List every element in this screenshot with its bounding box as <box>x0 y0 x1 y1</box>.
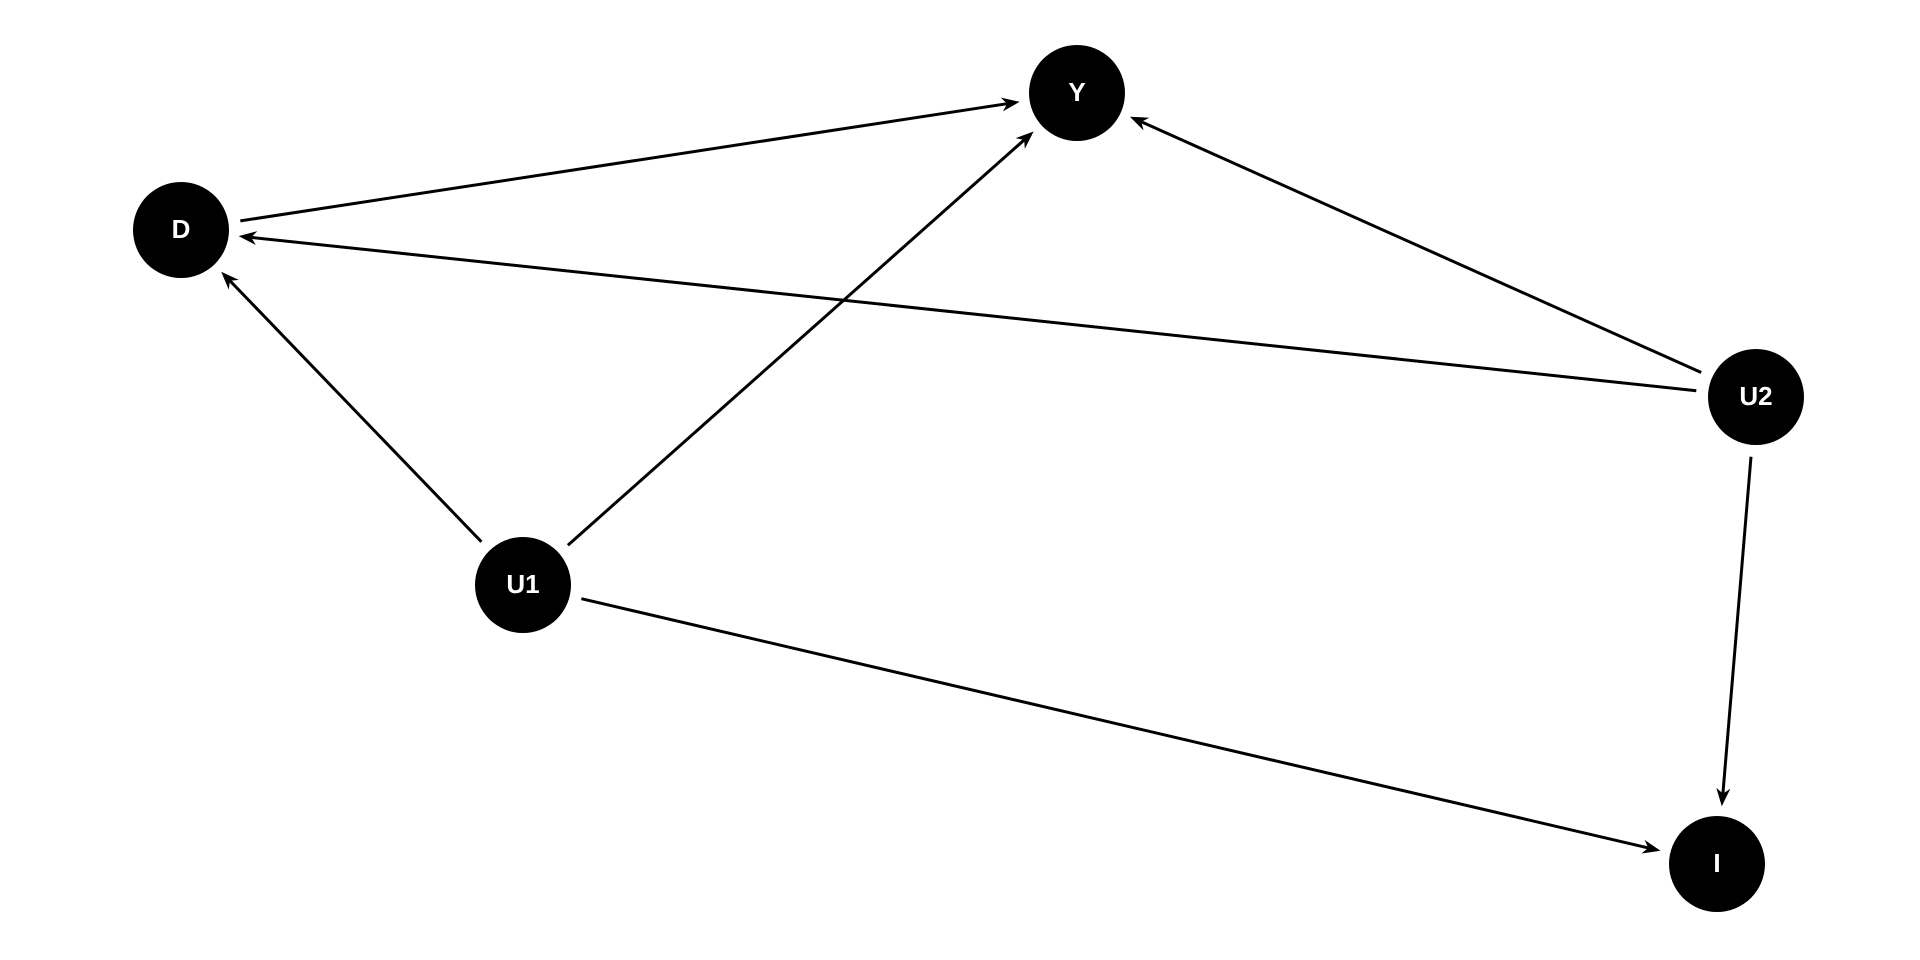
arrowhead-icon <box>1000 97 1020 112</box>
node-u1-circle <box>475 537 571 633</box>
arrowhead-icon <box>238 231 258 245</box>
edge-u1-to-y <box>566 131 1034 547</box>
arrowhead-icon <box>1129 116 1150 131</box>
node-u2-label: U2 <box>1739 381 1772 411</box>
edge-u2-to-d <box>238 231 1697 393</box>
node-y-circle <box>1029 45 1125 141</box>
node-u2[interactable]: U2 <box>1708 349 1804 445</box>
edge-u2-to-y <box>1129 116 1702 374</box>
edge-d-to-y <box>240 97 1020 223</box>
edge-line <box>1721 456 1753 794</box>
arrowhead-icon <box>1716 787 1731 807</box>
edge-u1-to-i <box>581 597 1661 854</box>
node-layer: Y D U2 U1 I <box>133 45 1804 912</box>
edge-line <box>251 235 1697 393</box>
node-d-label: D <box>172 214 191 244</box>
edge-u1-to-d <box>221 271 483 543</box>
node-u1-label: U1 <box>506 569 539 599</box>
edge-line <box>228 279 483 543</box>
edge-line <box>581 597 1649 850</box>
node-i-label: I <box>1713 848 1720 878</box>
arrowhead-icon <box>221 271 239 290</box>
node-y-label: Y <box>1068 77 1085 107</box>
arrowhead-icon <box>1641 839 1661 854</box>
edge-line <box>1140 120 1702 374</box>
arrowhead-icon <box>1015 131 1034 149</box>
edge-layer <box>221 97 1753 854</box>
edge-line <box>566 138 1026 547</box>
node-u1[interactable]: U1 <box>475 537 571 633</box>
edge-u2-to-i <box>1716 456 1753 807</box>
edge-line <box>240 102 1008 223</box>
node-u2-circle <box>1708 349 1804 445</box>
node-d[interactable]: D <box>133 182 229 278</box>
node-i-circle <box>1669 816 1765 912</box>
node-y[interactable]: Y <box>1029 45 1125 141</box>
node-i[interactable]: I <box>1669 816 1765 912</box>
node-d-circle <box>133 182 229 278</box>
